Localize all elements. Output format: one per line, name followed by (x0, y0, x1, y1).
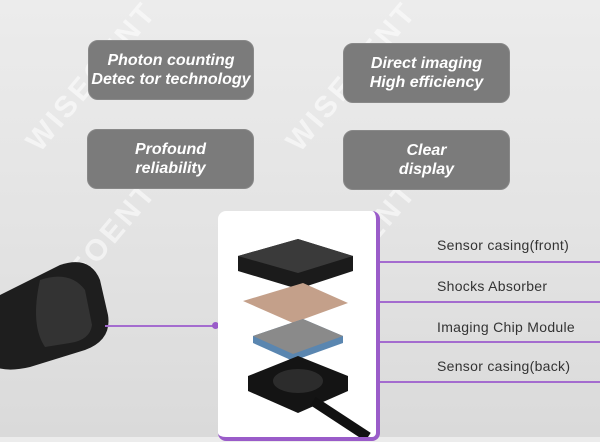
component-label-back-casing: Sensor casing(back) (437, 358, 571, 374)
sensor-image (0, 262, 109, 370)
component-label-shocks-absorber: Shocks Absorber (437, 278, 548, 294)
feature-line: Detec tor technology (91, 71, 251, 88)
feature-line: display (398, 161, 455, 178)
connector-line (105, 325, 216, 327)
feature-box-direct-imaging: Direct imaging High efficiency (343, 43, 510, 103)
feature-box-reliability: Profound reliability (87, 129, 254, 189)
exploded-view-card (218, 211, 380, 442)
feature-line: Profound (134, 141, 207, 158)
feature-line: Direct imaging (370, 55, 483, 72)
divider-line (380, 341, 600, 343)
feature-line: High efficiency (369, 74, 484, 91)
divider-line (380, 381, 600, 383)
feature-line: Clear (406, 142, 447, 159)
exploded-sensor-image (238, 239, 371, 442)
divider-line (380, 301, 600, 303)
feature-box-photon-counting: Photon counting Detec tor technology (88, 40, 254, 100)
component-label-imaging-chip: Imaging Chip Module (437, 319, 575, 335)
feature-line: reliability (135, 160, 206, 177)
divider-line (380, 261, 600, 263)
connector-dot (212, 322, 219, 329)
feature-line: Photon counting (107, 52, 235, 69)
feature-box-clear-display: Clear display (343, 130, 510, 190)
component-label-front-casing: Sensor casing(front) (437, 237, 570, 253)
